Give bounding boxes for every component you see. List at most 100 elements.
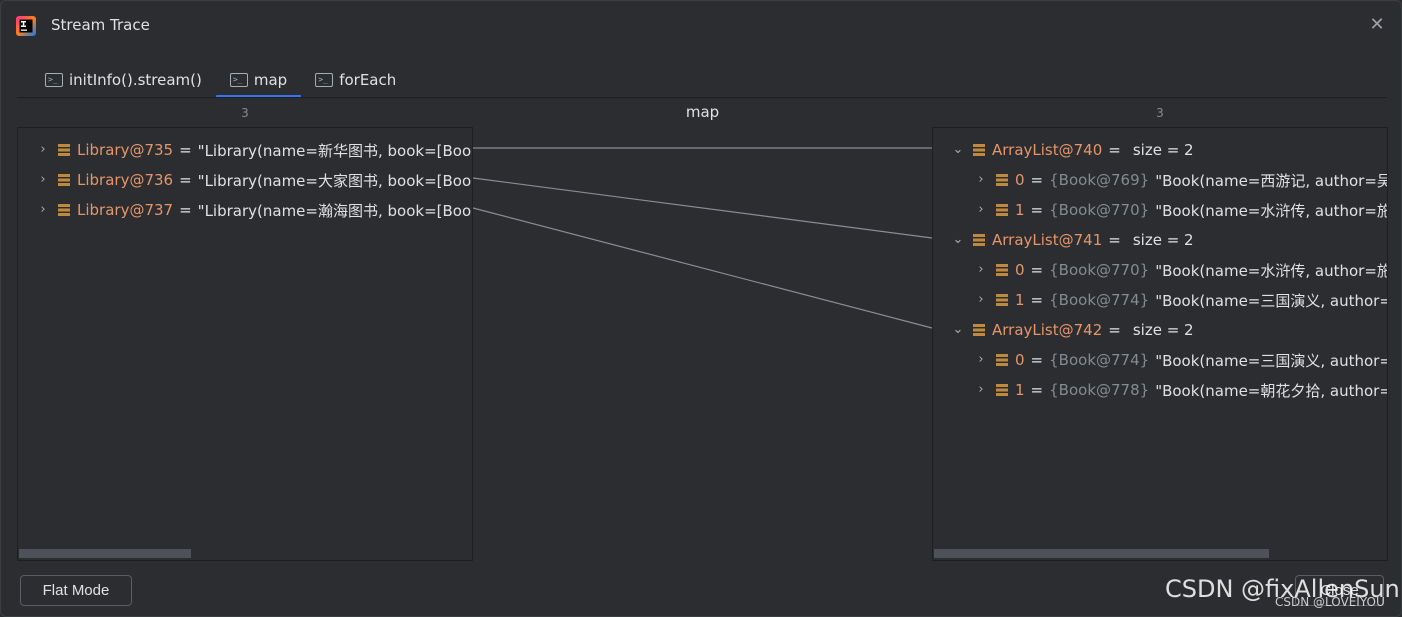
- flat-mode-button[interactable]: Flat Mode: [20, 575, 132, 606]
- tree-row[interactable]: › Library@735 = "Library(name=新华图书, book…: [36, 135, 471, 165]
- chevron-down-icon[interactable]: ⌄: [952, 322, 964, 337]
- object-ref: {Book@778}: [1049, 381, 1150, 399]
- equals-sign: =: [1030, 351, 1044, 369]
- variable-name: ArrayList@740: [992, 141, 1103, 159]
- variable-name: Library@737: [77, 201, 174, 219]
- tabs-divider: [17, 97, 1387, 98]
- variable-name: ArrayList@742: [992, 321, 1103, 339]
- chevron-down-icon[interactable]: ⌄: [952, 142, 964, 157]
- equals-sign: =: [179, 201, 192, 219]
- chevron-right-icon[interactable]: ›: [978, 382, 984, 397]
- field-icon: [973, 324, 985, 336]
- horizontal-scrollbar[interactable]: [19, 549, 191, 558]
- tree-row-group[interactable]: ⌄ ArrayList@742 = size = 2: [951, 315, 1194, 345]
- element-index: 1: [1015, 201, 1025, 219]
- size-info: size = 2: [1132, 231, 1194, 249]
- variable-value: "Library(name=新华图书, book=[Boo: [197, 141, 472, 160]
- console-icon: >_: [45, 73, 63, 87]
- horizontal-scrollbar[interactable]: [934, 549, 1269, 558]
- object-ref: {Book@770}: [1049, 261, 1150, 279]
- tree-row[interactable]: › 0 = {Book@770} "Book(name=水浒传, author=…: [974, 255, 1387, 285]
- element-index: 0: [1015, 261, 1025, 279]
- chevron-right-icon[interactable]: ›: [978, 292, 984, 307]
- field-icon: [58, 174, 70, 186]
- console-icon: >_: [229, 73, 248, 87]
- input-values-tree[interactable]: › Library@735 = "Library(name=新华图书, book…: [17, 127, 473, 561]
- element-index: 0: [1015, 351, 1025, 369]
- variable-value: "Book(name=朝花夕拾, author=: [1155, 381, 1388, 400]
- equals-sign: =: [1108, 141, 1121, 159]
- field-icon: [996, 384, 1008, 396]
- chevron-right-icon[interactable]: ›: [978, 352, 984, 367]
- chevron-right-icon[interactable]: ›: [40, 202, 46, 217]
- field-icon: [996, 294, 1008, 306]
- chevron-right-icon[interactable]: ›: [978, 172, 984, 187]
- element-index: 1: [1015, 291, 1025, 309]
- tab-foreach[interactable]: >_ forEach: [301, 63, 410, 97]
- element-index: 1: [1015, 381, 1025, 399]
- field-icon: [996, 174, 1008, 186]
- variable-value: "Book(name=三国演义, author=: [1155, 351, 1388, 370]
- tab-label: forEach: [339, 71, 397, 89]
- close-button[interactable]: Close: [1295, 575, 1384, 606]
- tree-row[interactable]: › 0 = {Book@774} "Book(name=三国演义, author…: [974, 345, 1388, 375]
- tree-row[interactable]: › 0 = {Book@769} "Book(name=西游记, author=…: [974, 165, 1388, 195]
- size-info: size = 2: [1132, 321, 1194, 339]
- variable-value: "Book(name=西游记, author=吴: [1155, 171, 1388, 190]
- equals-sign: =: [179, 171, 192, 189]
- tab-label: map: [253, 71, 288, 89]
- variable-value: "Book(name=三国演义, author=: [1155, 291, 1388, 310]
- variable-name: Library@736: [77, 171, 174, 189]
- field-icon: [996, 204, 1008, 216]
- tab-initinfo-stream[interactable]: >_ initInfo().stream(): [31, 63, 216, 97]
- close-icon[interactable]: ✕: [1369, 14, 1385, 35]
- field-icon: [996, 264, 1008, 276]
- variable-name: ArrayList@741: [992, 231, 1103, 249]
- equals-sign: =: [1030, 171, 1044, 189]
- right-count: 3: [1156, 106, 1164, 120]
- equals-sign: =: [1108, 321, 1121, 339]
- tree-row[interactable]: › 1 = {Book@778} "Book(name=朝花夕拾, author…: [974, 375, 1388, 405]
- watermark-sub: CSDN @LOVEIYOU: [1275, 595, 1385, 609]
- output-values-tree[interactable]: ⌄ ArrayList@740 = size = 2 › 0 = {Book@7…: [932, 127, 1388, 561]
- tree-row-group[interactable]: ⌄ ArrayList@740 = size = 2: [951, 135, 1194, 165]
- window-title: Stream Trace: [51, 16, 150, 34]
- equals-sign: =: [1030, 381, 1044, 399]
- object-ref: {Book@774}: [1049, 351, 1150, 369]
- intellij-logo-icon: [16, 16, 36, 36]
- equals-sign: =: [179, 141, 192, 159]
- chevron-right-icon[interactable]: ›: [978, 202, 984, 217]
- mapping-line: [472, 207, 933, 329]
- field-icon: [58, 204, 70, 216]
- title-bar: Stream Trace ✕: [1, 1, 1401, 49]
- field-icon: [973, 144, 985, 156]
- tree-row[interactable]: › Library@736 = "Library(name=大家图书, book…: [36, 165, 471, 195]
- field-icon: [58, 144, 70, 156]
- mapping-line: [472, 177, 933, 239]
- variable-value: "Library(name=大家图书, book=[Boo: [197, 171, 472, 190]
- chevron-right-icon[interactable]: ›: [40, 142, 46, 157]
- tree-row[interactable]: › 1 = {Book@770} "Book(name=水浒传, author=…: [974, 195, 1388, 225]
- object-ref: {Book@774}: [1049, 291, 1150, 309]
- object-ref: {Book@769}: [1049, 171, 1150, 189]
- tab-map[interactable]: >_ map: [215, 63, 302, 98]
- tree-row[interactable]: › 1 = {Book@774} "Book(name=三国演义, author…: [974, 285, 1388, 315]
- variable-value: "Book(name=水浒传, author=施: [1155, 201, 1388, 220]
- chevron-right-icon[interactable]: ›: [40, 172, 46, 187]
- object-ref: {Book@770}: [1049, 201, 1150, 219]
- console-icon: >_: [315, 73, 334, 87]
- equals-sign: =: [1030, 291, 1044, 309]
- operation-title: map: [685, 103, 720, 121]
- tree-row[interactable]: › Library@737 = "Library(name=瀚海图书, book…: [36, 195, 471, 225]
- field-icon: [996, 354, 1008, 366]
- chevron-right-icon[interactable]: ›: [978, 262, 984, 277]
- left-count: 3: [241, 106, 249, 120]
- element-index: 0: [1015, 171, 1025, 189]
- equals-sign: =: [1030, 201, 1044, 219]
- variable-name: Library@735: [77, 141, 174, 159]
- equals-sign: =: [1108, 231, 1121, 249]
- tab-label: initInfo().stream(): [69, 71, 202, 89]
- tree-row-group[interactable]: ⌄ ArrayList@741 = size = 2: [951, 225, 1194, 255]
- chevron-down-icon[interactable]: ⌄: [952, 232, 964, 247]
